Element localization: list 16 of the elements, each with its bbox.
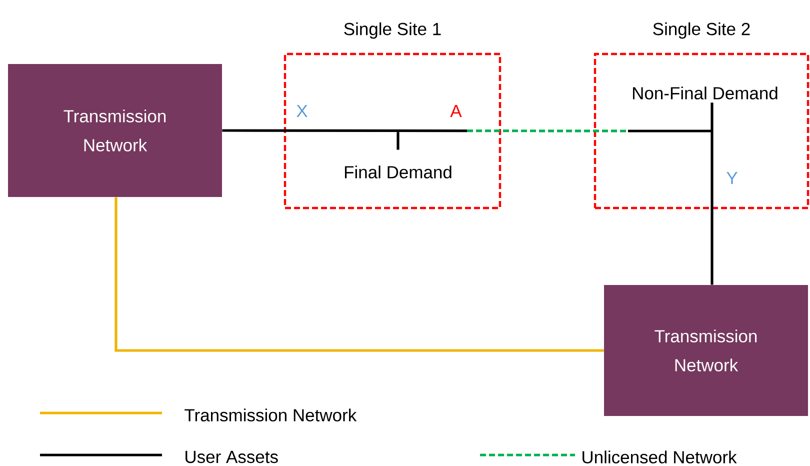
connector-line xyxy=(467,130,628,132)
network-box: Transmission Network xyxy=(604,285,808,416)
demand-label: Non-Final Demand xyxy=(633,86,778,100)
point-label: Y xyxy=(726,172,738,184)
demand-label: Final Demand xyxy=(344,166,452,178)
connector-line xyxy=(220,129,468,152)
node-label: Single Site 2 xyxy=(653,22,750,39)
point-label: X xyxy=(296,104,308,118)
legend-label: User Assets xyxy=(186,450,278,464)
connector-line xyxy=(114,197,604,352)
network-box: Transmission Network xyxy=(8,64,222,197)
point-label: A xyxy=(450,104,462,118)
connector-line xyxy=(626,101,714,286)
legend-label: Transmission Network xyxy=(184,408,357,422)
node-label: Single Site 1 xyxy=(344,22,441,39)
legend-label: Unlicensed Network xyxy=(582,450,737,464)
